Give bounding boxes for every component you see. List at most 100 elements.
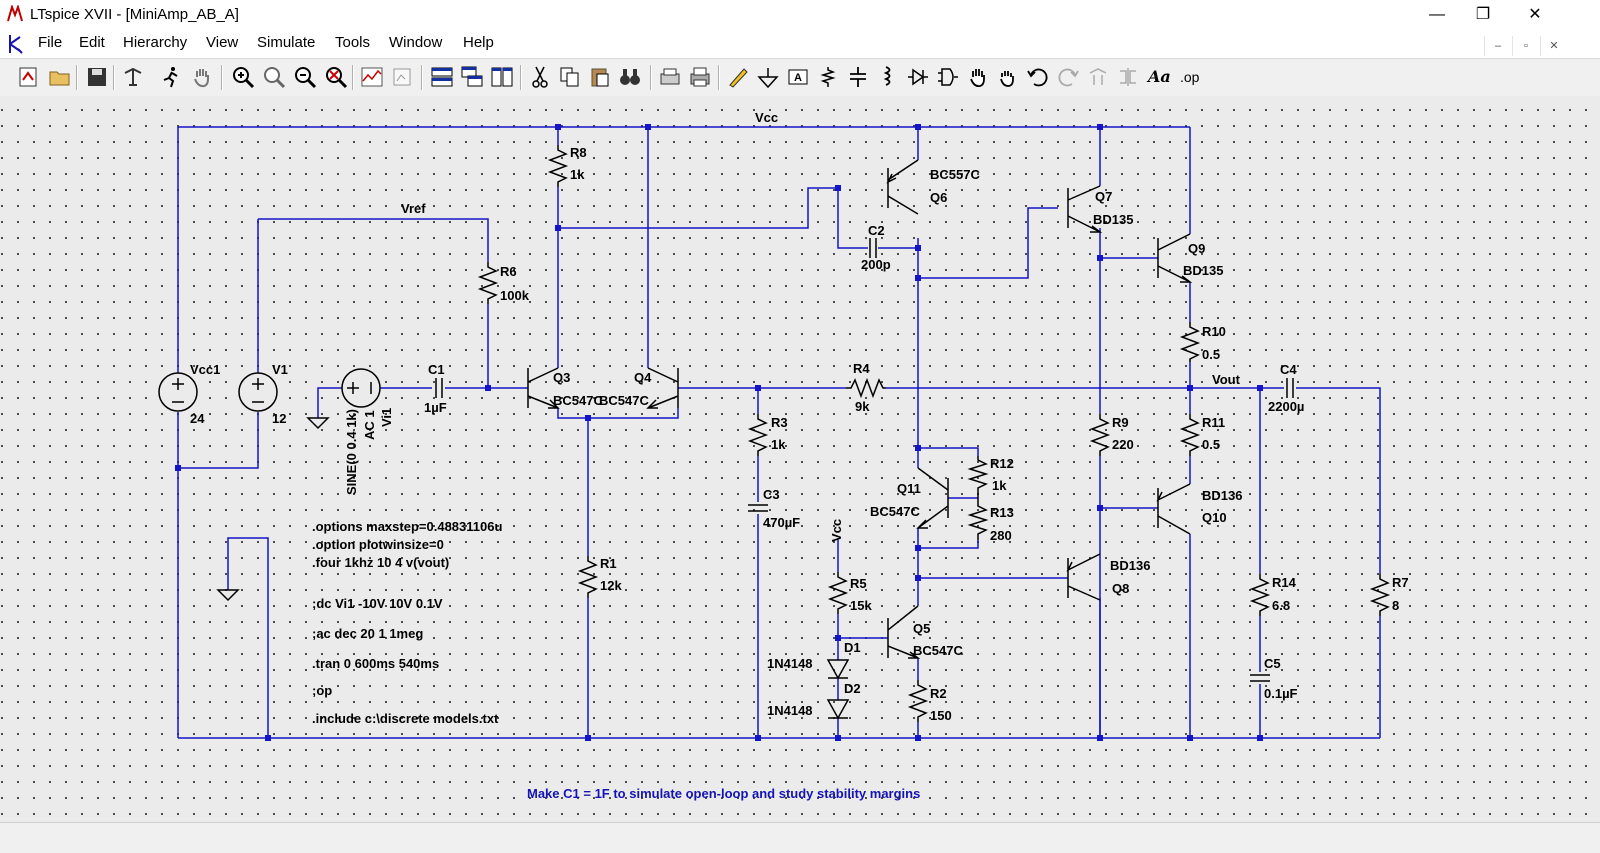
- zoom-fit-icon[interactable]: [324, 65, 348, 89]
- c5-symbol[interactable]: [1250, 674, 1270, 682]
- c2-symbol[interactable]: [869, 238, 877, 258]
- halt-icon[interactable]: [190, 65, 214, 89]
- r6-symbol[interactable]: [477, 262, 499, 304]
- schematic-canvas[interactable]: [0, 96, 1600, 822]
- net-label-vcc[interactable]: Vcc: [755, 110, 779, 125]
- menu-file[interactable]: File: [38, 34, 63, 51]
- r8-symbol[interactable]: [547, 145, 569, 187]
- zoom-in-icon[interactable]: [231, 65, 255, 89]
- menu-hierarchy[interactable]: Hierarchy: [123, 34, 188, 51]
- inductor-icon[interactable]: [876, 65, 900, 89]
- r12-symbol[interactable]: [967, 456, 989, 498]
- q5-symbol[interactable]: [887, 605, 921, 659]
- schematic-comment[interactable]: Make C1 = 1F to simulate open-loop and s…: [527, 786, 921, 801]
- c1-symbol[interactable]: [435, 378, 443, 398]
- spice-directive[interactable]: ;op: [312, 683, 333, 698]
- d1-symbol[interactable]: [826, 659, 850, 680]
- spice-directive[interactable]: ;ac dec 20 1 1meg: [312, 626, 424, 641]
- capacitor-icon[interactable]: [846, 65, 870, 89]
- r13-symbol[interactable]: [967, 498, 989, 540]
- print-preview-icon[interactable]: [658, 65, 682, 89]
- control-panel-icon[interactable]: [121, 65, 145, 89]
- undo-icon[interactable]: [1026, 65, 1050, 89]
- r2-symbol[interactable]: [907, 680, 929, 722]
- spice-directive[interactable]: .options maxstep=0.48831106u: [312, 519, 503, 534]
- r5-symbol[interactable]: [827, 572, 849, 614]
- r11-symbol[interactable]: [1179, 414, 1201, 456]
- ground-symbol[interactable]: [306, 417, 330, 430]
- q4-symbol[interactable]: [646, 367, 679, 409]
- plot-settings-icon[interactable]: [391, 65, 415, 89]
- autorange-icon[interactable]: [360, 65, 384, 89]
- q9-symbol[interactable]: [1157, 233, 1193, 283]
- spice-directive[interactable]: .tran 0 600ms 540ms: [312, 656, 440, 671]
- diode-icon[interactable]: [906, 65, 930, 89]
- d2-symbol[interactable]: [826, 699, 850, 720]
- save-icon[interactable]: [85, 65, 109, 89]
- close-button[interactable]: ✕: [1528, 6, 1542, 23]
- ground-icon[interactable]: [756, 65, 780, 89]
- pan-icon[interactable]: [262, 65, 286, 89]
- drag-icon[interactable]: [996, 65, 1020, 89]
- mdi-close-button[interactable]: ✕: [1540, 36, 1567, 56]
- q11-symbol[interactable]: [916, 467, 949, 529]
- r7-symbol[interactable]: [1369, 574, 1391, 616]
- zoom-out-icon[interactable]: [293, 65, 317, 89]
- move-icon[interactable]: [966, 65, 990, 89]
- q8-symbol[interactable]: [1066, 553, 1101, 601]
- spice-directive[interactable]: .option plotwinsize=0: [312, 537, 444, 552]
- minimize-button[interactable]: —: [1429, 6, 1445, 23]
- text-icon[interactable]: Aa: [1148, 67, 1171, 86]
- maximize-button[interactable]: ❐: [1475, 6, 1491, 23]
- r3-symbol[interactable]: [747, 414, 769, 456]
- menu-window[interactable]: Window: [389, 34, 443, 51]
- cascade-icon[interactable]: [460, 65, 484, 89]
- spice-directive[interactable]: .four 1khz 10 4 v(vout): [312, 555, 450, 570]
- redo-icon[interactable]: [1056, 65, 1080, 89]
- v1-source-symbol[interactable]: [238, 372, 278, 412]
- net-label-vref[interactable]: Vref: [401, 201, 426, 216]
- tile-horizontal-icon[interactable]: [430, 65, 454, 89]
- rotate-icon[interactable]: [1086, 65, 1110, 89]
- q7-symbol[interactable]: [1067, 185, 1103, 233]
- menu-view[interactable]: View: [206, 34, 239, 51]
- c4-symbol[interactable]: [1286, 378, 1294, 398]
- r14-symbol[interactable]: [1249, 574, 1271, 616]
- open-icon[interactable]: [48, 65, 72, 89]
- run-icon[interactable]: [159, 65, 183, 89]
- mdi-restore-button[interactable]: ▫: [1512, 36, 1539, 56]
- net-label-vout[interactable]: Vout: [1212, 372, 1240, 387]
- tile-vertical-icon[interactable]: [490, 65, 514, 89]
- component-icon[interactable]: [936, 65, 960, 89]
- mirror-icon[interactable]: [1116, 65, 1140, 89]
- draw-wire-icon[interactable]: [726, 65, 750, 89]
- copy-icon[interactable]: [558, 65, 582, 89]
- menu-edit[interactable]: Edit: [79, 34, 105, 51]
- paste-icon[interactable]: [588, 65, 612, 89]
- vi1-source-symbol[interactable]: [341, 368, 381, 408]
- r10-symbol[interactable]: [1179, 322, 1201, 362]
- mdi-minimize-button[interactable]: –: [1484, 36, 1511, 56]
- menu-simulate[interactable]: Simulate: [257, 34, 316, 51]
- vcc1-source-symbol[interactable]: [158, 372, 198, 412]
- q3-symbol[interactable]: [527, 367, 560, 409]
- find-icon[interactable]: [618, 65, 642, 89]
- q6-symbol[interactable]: [886, 159, 919, 215]
- ground-symbol-2[interactable]: [216, 589, 240, 602]
- cut-icon[interactable]: [528, 65, 552, 89]
- net-label-icon[interactable]: A: [786, 65, 810, 89]
- new-schematic-icon[interactable]: [16, 65, 40, 89]
- document-icon[interactable]: [6, 33, 26, 55]
- print-icon[interactable]: [688, 65, 712, 89]
- r1-symbol[interactable]: [577, 556, 599, 598]
- q10-symbol[interactable]: [1156, 483, 1191, 535]
- r9-symbol[interactable]: [1089, 414, 1111, 456]
- spice-directive[interactable]: .include c:\discrete models.txt: [312, 711, 499, 726]
- r4-symbol[interactable]: [846, 377, 886, 399]
- net-label-vcc-small[interactable]: Vcc: [829, 518, 844, 542]
- spice-directive[interactable]: ;dc Vi1 -10V 10V 0.1V: [312, 596, 443, 611]
- resistor-icon[interactable]: [816, 65, 840, 89]
- spice-directive-icon[interactable]: .op: [1180, 69, 1200, 85]
- menu-tools[interactable]: Tools: [335, 34, 371, 51]
- c3-symbol[interactable]: [748, 504, 768, 512]
